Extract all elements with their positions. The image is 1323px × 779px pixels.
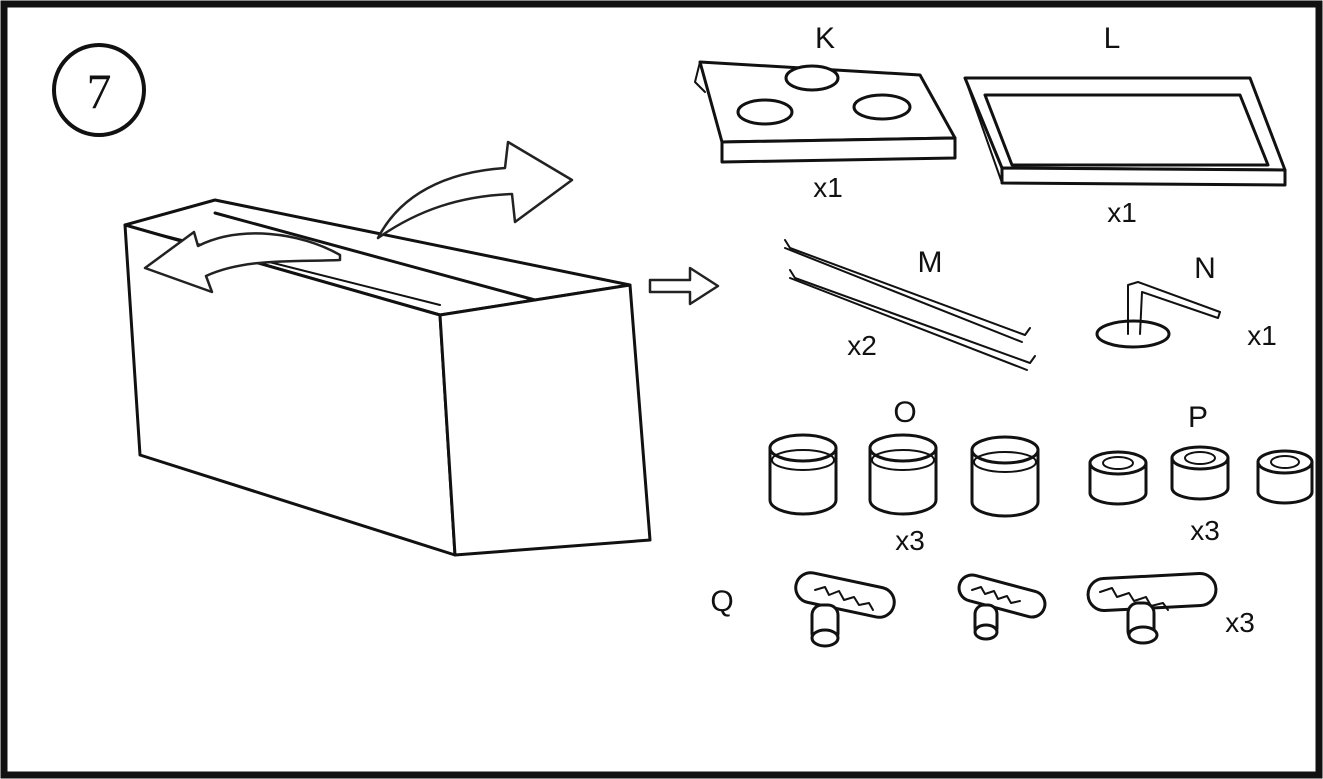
part-n-hook <box>1095 281 1221 349</box>
part-l-qty: x1 <box>1107 197 1137 228</box>
part-n-qty: x1 <box>1247 320 1277 351</box>
part-k-grill-plate <box>694 60 957 164</box>
part-o-label: O <box>893 396 916 429</box>
part-l-label: L <box>1104 22 1121 55</box>
part-o-sleeve <box>768 433 838 516</box>
open-arrow-left-icon <box>143 230 342 294</box>
part-o-sleeve <box>868 433 938 516</box>
part-p-ring <box>1170 445 1230 501</box>
part-k-qty: x1 <box>813 172 843 203</box>
step-badge: 7 <box>52 43 146 137</box>
part-o-qty: x3 <box>895 525 925 556</box>
part-q-qty: x3 <box>1225 607 1255 638</box>
part-p-rings <box>1088 445 1314 506</box>
open-arrow-right-icon <box>376 140 574 240</box>
part-k-label: K <box>815 22 835 55</box>
part-p-label: P <box>1188 401 1208 434</box>
step-number: 7 <box>87 63 112 119</box>
part-q-connector <box>957 573 1047 641</box>
part-q-connector <box>1086 571 1218 645</box>
part-o-sleeves <box>768 433 1040 518</box>
part-p-ring <box>1256 449 1314 505</box>
part-n-label: N <box>1194 252 1216 285</box>
part-o-sleeve <box>970 435 1040 518</box>
part-m-rods <box>784 239 1036 371</box>
part-q-label: Q <box>710 585 733 618</box>
part-l-tray <box>963 76 1287 187</box>
box-illustration <box>123 198 652 557</box>
part-p-qty: x3 <box>1190 515 1220 546</box>
part-m-qty: x2 <box>847 330 877 361</box>
part-q-connectors <box>794 571 1218 648</box>
part-q-connector <box>794 571 896 648</box>
part-p-ring <box>1088 450 1148 506</box>
contents-arrow-icon <box>648 266 720 306</box>
part-m-label: M <box>918 246 943 279</box>
